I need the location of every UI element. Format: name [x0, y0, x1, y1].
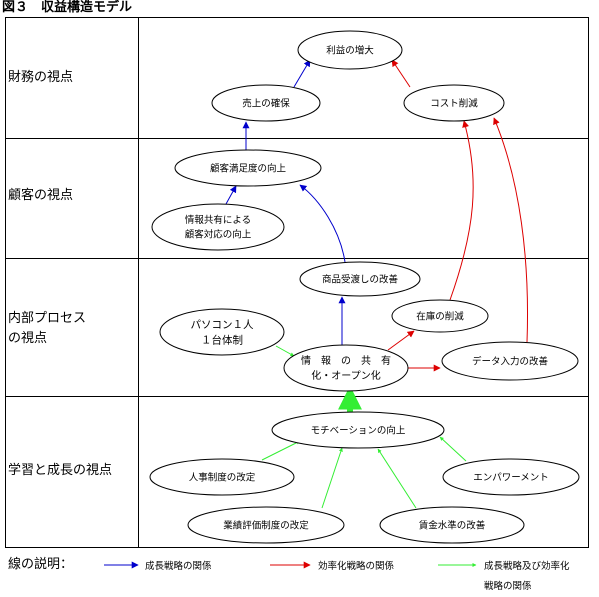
node-jinji: 人事制度の改定	[149, 458, 295, 496]
node-label: モチベーションの向上	[311, 424, 406, 436]
node-motivation: モチベーションの向上	[271, 411, 445, 449]
node-ellipse	[441, 341, 579, 381]
node-ellipse	[211, 84, 321, 122]
legend-title: 線の説明：	[8, 557, 74, 572]
node-cost: コスト削減	[403, 84, 505, 122]
node-ukewatashi: 商品受渡しの改善	[299, 261, 421, 297]
arrow-sharing-to-inventory	[387, 330, 415, 351]
row-divider-3	[6, 396, 588, 397]
node-ellipse	[271, 411, 445, 449]
node-ellipse	[151, 203, 285, 251]
node-label: 情 報 の 共 有	[301, 354, 391, 367]
node-label: コスト削減	[430, 97, 478, 109]
node-uriage: 売上の確保	[211, 84, 321, 122]
label-column-divider	[138, 18, 139, 547]
row-label-line: 学習と成長の視点	[8, 463, 113, 478]
node-kyouyuu: 情 報 の 共 有化・オープン化	[283, 344, 409, 392]
row-label-internal-process: 内部プロセス の視点	[8, 309, 86, 349]
node-ellipse	[442, 458, 580, 496]
legend-label-efficiency: 効率化戦略の関係	[318, 561, 395, 572]
arrow-hr-to-motivation	[261, 440, 301, 461]
node-ellipse	[403, 84, 505, 122]
node-label: パソコン１人	[191, 319, 254, 331]
row-divider-2	[6, 258, 588, 259]
node-zaiko: 在庫の削減	[391, 299, 489, 333]
node-label: 顧客対応の向上	[185, 229, 252, 241]
figure-title: 図３ 収益構造モデル	[2, 0, 133, 15]
arrow-service-to-satisfaction	[225, 185, 237, 205]
node-ellipse	[159, 308, 285, 356]
arrow-pc-to-sharing	[275, 345, 295, 357]
arrow-wage-to-motivation	[377, 448, 417, 509]
node-rieki: 利益の増大	[297, 30, 403, 70]
node-ellipse	[283, 344, 409, 392]
node-chingin: 賃金水準の改善	[379, 506, 525, 544]
node-label: １台体制	[201, 334, 243, 347]
node-label: 情報共有による	[185, 214, 251, 226]
node-label: エンパワーメント	[473, 472, 549, 483]
node-ellipse	[149, 458, 295, 496]
node-pasokon: パソコン１人 １台体制	[159, 308, 285, 356]
node-ellipse	[391, 299, 489, 333]
node-ellipse	[174, 149, 322, 187]
node-label: データ入力の改善	[472, 355, 549, 367]
row-label-line: 内部プロセス	[8, 311, 87, 326]
row-label-line: 財務の視点	[8, 70, 74, 85]
node-label: 人事制度の改定	[189, 471, 256, 483]
node-data: データ入力の改善	[441, 341, 579, 381]
arrow-inventory-to-cost	[449, 120, 474, 301]
arrow-cost-to-profit	[391, 59, 411, 88]
node-ellipse	[379, 506, 525, 544]
arrow-dataentry-to-cost	[493, 117, 529, 343]
node-empower: エンパワーメント	[442, 458, 580, 496]
node-label: 業績評価制度の改定	[223, 519, 309, 531]
arrow-sales-to-profit	[293, 59, 311, 88]
node-label: 化・オープン化	[311, 369, 380, 382]
perspective-table	[5, 17, 589, 548]
row-label-learning-growth: 学習と成長の視点	[8, 461, 112, 481]
arrow-empower-to-motivation	[439, 436, 467, 462]
node-ellipse	[187, 506, 345, 544]
node-ellipse	[297, 30, 403, 70]
legend-label-growth: 成長戦略の関係	[145, 561, 212, 572]
node-label: 売上の確保	[242, 97, 290, 109]
legend-label-both: 成長戦略及び効率化戦略の関係	[484, 561, 570, 592]
node-label: 利益の増大	[326, 44, 374, 56]
node-label: 商品受渡しの改善	[322, 273, 399, 285]
arrow-evaluation-to-motivation	[321, 447, 343, 509]
node-manzoku: 顧客満足度の向上	[174, 149, 322, 187]
row-label-line: 顧客の視点	[8, 188, 74, 203]
row-label-customer: 顧客の視点	[8, 186, 73, 206]
node-ellipse	[299, 261, 421, 297]
row-label-financial: 財務の視点	[8, 68, 73, 88]
node-label: 顧客満足度の向上	[210, 162, 287, 174]
arrow-delivery-to-satisfaction	[299, 184, 346, 263]
row-label-line: の視点	[8, 331, 48, 346]
node-label: 在庫の削減	[416, 310, 464, 322]
node-label: 賃金水準の改善	[419, 519, 486, 531]
node-gyouseki: 業績評価制度の改定	[187, 506, 345, 544]
row-divider-1	[6, 138, 588, 139]
